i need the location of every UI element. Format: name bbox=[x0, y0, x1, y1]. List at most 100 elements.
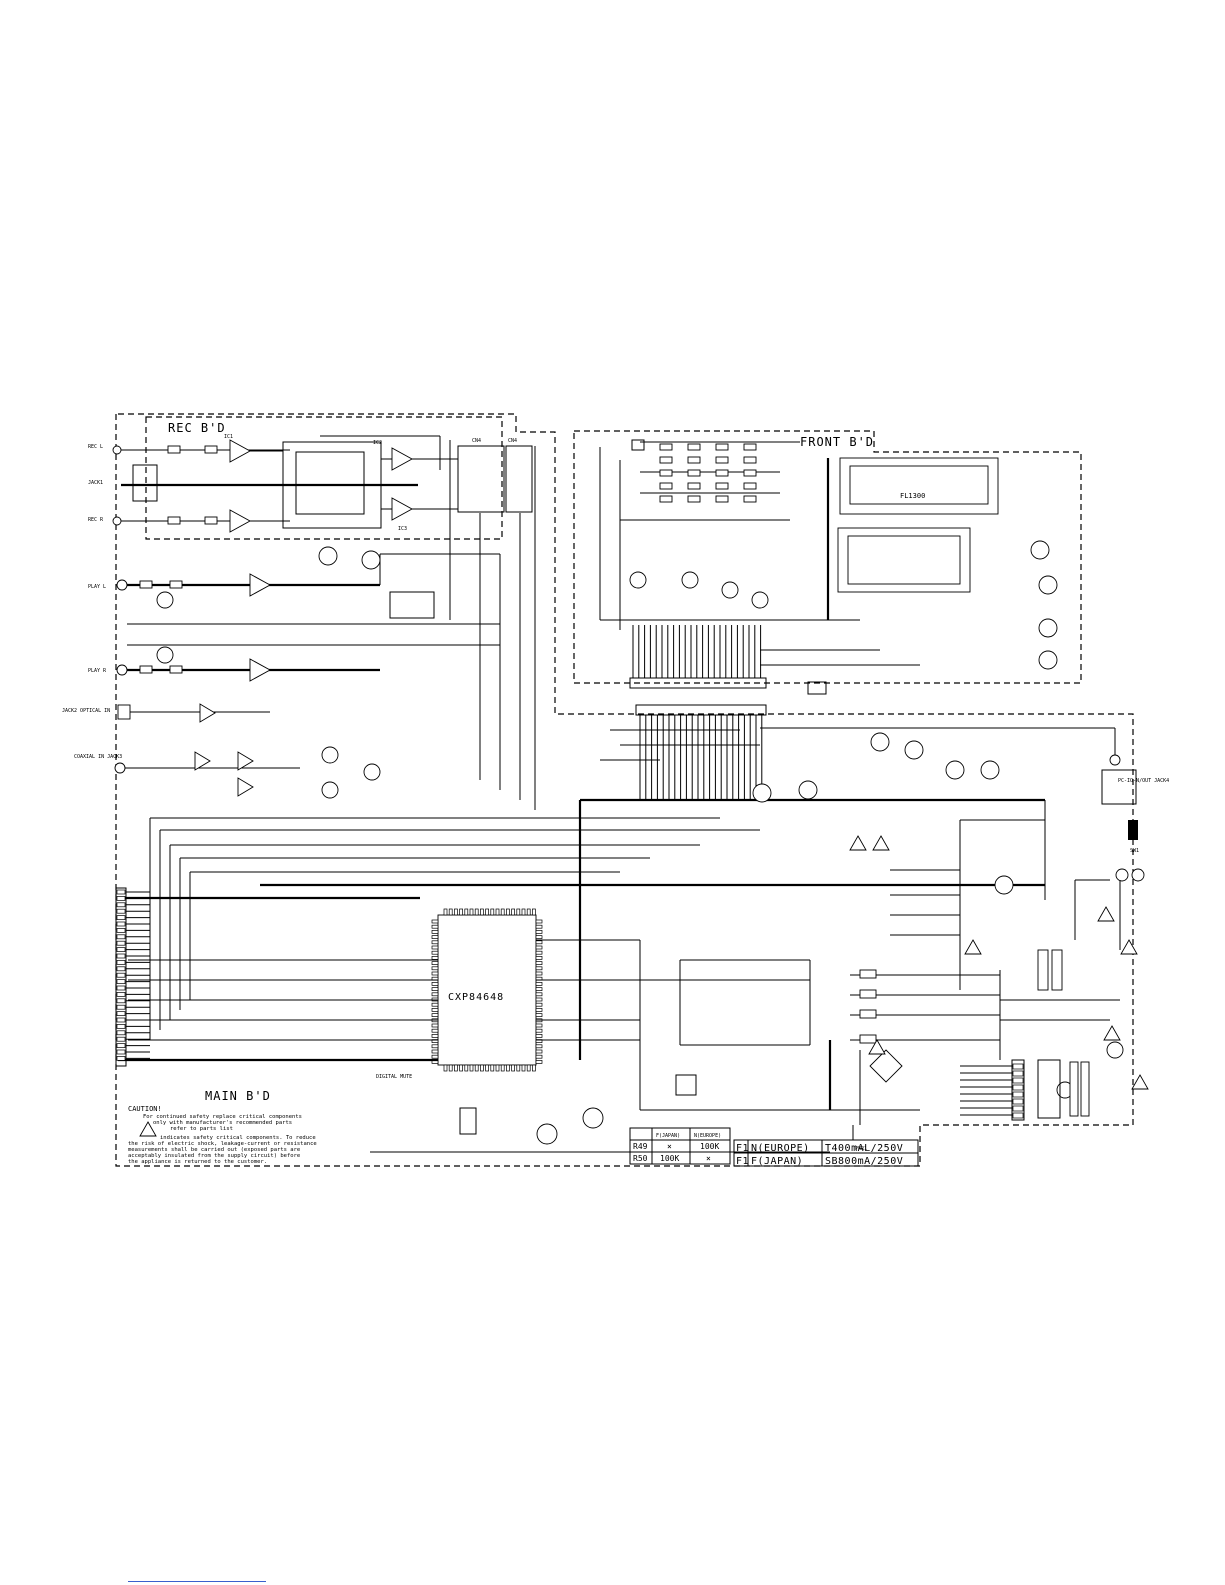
ic-pin bbox=[535, 966, 543, 971]
ic-pin bbox=[535, 950, 543, 955]
jack-play-l: PLAY L bbox=[88, 584, 106, 590]
rtable-head-1: F(JAPAN) bbox=[656, 1133, 680, 1139]
cn2-pin bbox=[1012, 1070, 1024, 1077]
rec-board-outline bbox=[145, 416, 503, 540]
ic-pin bbox=[431, 971, 439, 976]
main-ic-pins-bottom bbox=[443, 1064, 536, 1072]
ic-pin bbox=[535, 1028, 543, 1033]
reset-section: DIGITAL MUTE bbox=[376, 1074, 697, 1145]
front-board-circuit: FL1300 bbox=[599, 439, 1058, 695]
main-board-label: MAIN B'D bbox=[205, 1089, 271, 1103]
jack-optical: JACK2 OPTICAL IN bbox=[62, 708, 110, 714]
connector-cn2-pins bbox=[960, 1063, 1024, 1119]
ic-pin bbox=[511, 908, 515, 916]
ic-pin bbox=[511, 1064, 515, 1072]
main-board-outline bbox=[115, 413, 1134, 1167]
fuse-r1-c2: T400mAL/250V bbox=[825, 1143, 903, 1154]
cn1-pin bbox=[116, 940, 126, 946]
resistor bbox=[743, 482, 757, 490]
cn1-pin bbox=[116, 908, 126, 914]
ic-pin bbox=[431, 982, 439, 986]
cn1-pin bbox=[116, 1043, 126, 1048]
ic-pin bbox=[431, 966, 439, 971]
ic-pin bbox=[532, 908, 536, 916]
ic-pin bbox=[431, 940, 439, 945]
main-ic-pins-top bbox=[443, 908, 536, 916]
left-jacks: REC L JACK1 REC R PLAY L PLAY R JACK2 OP… bbox=[62, 444, 131, 774]
caution-line-1: For continued safety replace critical co… bbox=[143, 1114, 302, 1120]
resistor bbox=[687, 456, 701, 464]
caution-line-8: the appliance is returned to the custome… bbox=[128, 1159, 267, 1165]
ic-pin bbox=[454, 1064, 458, 1072]
jack-pc-io: PC-IO-N/OUT JACK4 bbox=[1118, 778, 1169, 784]
main-ic: CXP84648 bbox=[437, 914, 537, 1066]
cn1-pin bbox=[116, 992, 126, 997]
cn1-pin bbox=[116, 1024, 126, 1029]
rtable-r1-c2: 100K bbox=[700, 1142, 719, 1151]
ic-pin bbox=[535, 961, 543, 965]
connector-cn1-pins bbox=[116, 889, 150, 1061]
cn2-pin bbox=[1012, 1098, 1024, 1105]
connector-body bbox=[635, 704, 767, 716]
ic-pin bbox=[535, 940, 543, 945]
ic-pin bbox=[469, 1064, 474, 1072]
resistor-table: F(JAPAN) N(EUROPE) R49 × 100K R50 100K × bbox=[629, 1127, 731, 1165]
ic-pin bbox=[506, 1064, 510, 1072]
cn1-pin bbox=[116, 902, 126, 908]
caution-block: CAUTION! For continued safety replace cr… bbox=[128, 1105, 317, 1165]
ic-pin bbox=[490, 1064, 495, 1072]
resistor bbox=[715, 456, 729, 464]
cn1-pin bbox=[116, 1036, 126, 1042]
ic-pin bbox=[535, 992, 543, 997]
cn1-pin bbox=[116, 915, 126, 920]
resistor bbox=[659, 456, 673, 464]
resistor bbox=[743, 456, 757, 464]
ic-pin bbox=[474, 1064, 479, 1072]
ic-pin bbox=[535, 987, 543, 991]
ic-pin bbox=[535, 935, 543, 939]
page-link-underline bbox=[128, 1581, 266, 1582]
ic-pin bbox=[535, 1044, 543, 1049]
caution-line-5: the risk of electric shock, leakage-curr… bbox=[128, 1141, 317, 1147]
rtable-r2-c0: R50 bbox=[633, 1154, 648, 1163]
ic-pin bbox=[535, 1002, 543, 1007]
ic-pin bbox=[535, 971, 543, 976]
play-amp-section bbox=[127, 546, 500, 682]
rec-board-circuit: IC1 IC2 IC3 CN4 CN4 bbox=[121, 434, 533, 533]
cn2-pin bbox=[1012, 1105, 1024, 1112]
resistor bbox=[659, 482, 673, 490]
ic-pin bbox=[535, 1049, 543, 1054]
ic-pin bbox=[459, 908, 463, 916]
rtable-r2-c1: 100K bbox=[660, 1154, 679, 1163]
ic-pin bbox=[431, 1049, 439, 1054]
cn1-pin bbox=[116, 966, 126, 972]
ic-pin bbox=[535, 945, 543, 950]
caution-line-3: refer to parts list bbox=[170, 1126, 233, 1132]
ic-pin bbox=[535, 997, 543, 1002]
rtable-r1-c0: R49 bbox=[633, 1142, 648, 1151]
front-resistor-array bbox=[659, 443, 757, 503]
cn1-pin bbox=[116, 1011, 126, 1016]
ic-pin bbox=[448, 908, 453, 916]
rtable-r1-c1: × bbox=[667, 1142, 672, 1151]
ground-label: PWR1 bbox=[855, 1146, 867, 1152]
ic-pin bbox=[535, 1013, 543, 1017]
power-section: PC-IO-N/OUT JACK4 SW1 bbox=[752, 727, 1169, 1152]
ic-pin bbox=[443, 908, 448, 916]
ic-pin bbox=[431, 1034, 439, 1038]
resistor bbox=[687, 495, 701, 503]
resistor bbox=[715, 482, 729, 490]
ic-pin bbox=[535, 1008, 543, 1012]
rtable-r2-c2: × bbox=[706, 1154, 711, 1163]
ic-pin bbox=[431, 1044, 439, 1049]
ic-pin bbox=[431, 987, 439, 991]
ic-pin bbox=[431, 956, 439, 960]
fuse-r2-c0: F1 bbox=[736, 1156, 749, 1167]
ic-pin bbox=[431, 1008, 439, 1012]
ic-pin bbox=[506, 908, 510, 916]
cn1-pin bbox=[116, 953, 126, 959]
ic-pin bbox=[431, 919, 439, 924]
cn1-pin bbox=[116, 896, 126, 901]
ic-pin bbox=[535, 982, 543, 986]
